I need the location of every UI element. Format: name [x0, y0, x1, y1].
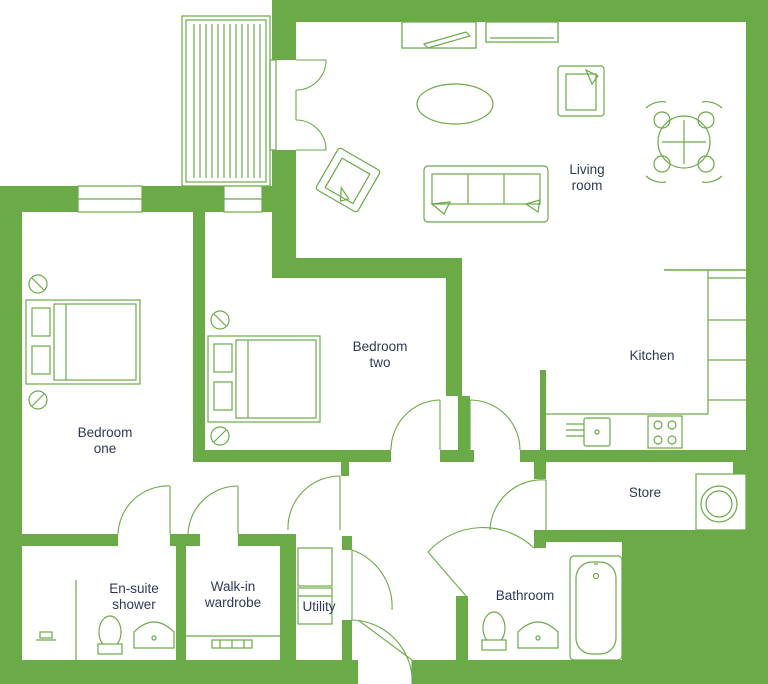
- sofa-icon: [423, 165, 549, 223]
- doors: [117, 59, 547, 684]
- sink-icon: [566, 417, 611, 447]
- bedside-lamp-icon: [28, 274, 48, 294]
- basin-icon: [517, 621, 559, 649]
- living-room-label-1: Living: [569, 162, 604, 177]
- hob-icon: [647, 415, 683, 449]
- armchair-icon: [557, 65, 605, 117]
- double-bed-icon: [207, 335, 321, 423]
- basin-icon: [133, 621, 175, 649]
- kitchen-label: Kitchen: [629, 348, 674, 363]
- store-label: Store: [629, 485, 661, 500]
- washing-machine-icon: [297, 547, 333, 625]
- walkin-label-2: wardrobe: [204, 595, 261, 610]
- bedside-lamp-icon: [210, 310, 230, 330]
- bedroom-one-label-2: one: [94, 441, 117, 456]
- clothes-rail-icon: [186, 635, 280, 649]
- bedroom-two-label-1: Bedroom: [353, 339, 408, 354]
- shower-icon: [36, 580, 77, 660]
- armchair-icon: [315, 147, 381, 213]
- bedside-lamp-icon: [28, 390, 48, 410]
- washing-machine-icon: [695, 473, 747, 531]
- ensuite-label-2: shower: [112, 597, 156, 612]
- bathtub-icon: [569, 555, 623, 661]
- sideboard-icon: [485, 21, 559, 43]
- room-labels: Living room Kitchen Bedroom two Bedroom …: [78, 162, 675, 614]
- interior-walls: [22, 212, 746, 660]
- balcony-icon: [181, 15, 277, 187]
- kitchen-counter: [546, 269, 746, 415]
- tv-unit-icon: [401, 21, 477, 49]
- bedroom-one-label-1: Bedroom: [78, 425, 133, 440]
- coffee-table-icon: [416, 83, 494, 125]
- ensuite-label-1: En-suite: [109, 581, 159, 596]
- living-room-label-2: room: [572, 178, 603, 193]
- bedroom-two-label-2: two: [369, 355, 390, 370]
- double-bed-icon: [25, 299, 141, 385]
- walkin-label-1: Walk-in: [211, 579, 256, 594]
- toilet-icon: [97, 615, 123, 655]
- utility-label: Utility: [303, 599, 336, 614]
- bedside-lamp-icon: [210, 426, 230, 446]
- bathroom-label: Bathroom: [496, 588, 555, 603]
- toilet-icon: [481, 611, 507, 651]
- dining-table-icon: [645, 101, 723, 183]
